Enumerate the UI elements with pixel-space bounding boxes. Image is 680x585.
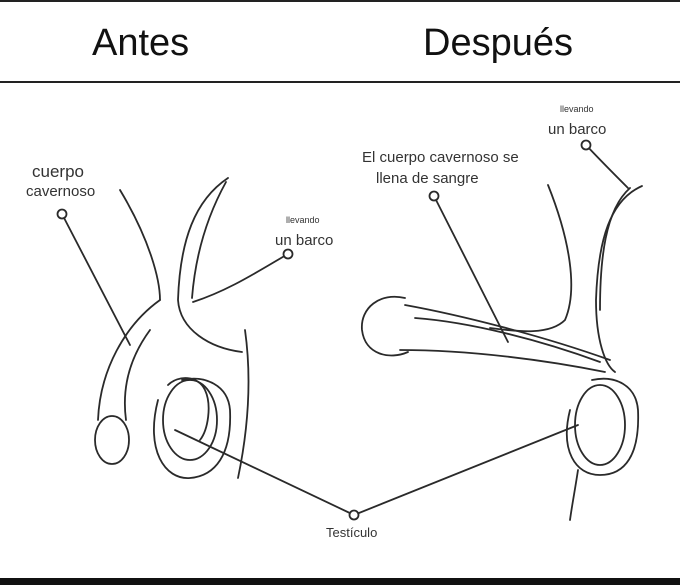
testicle-marker: [350, 511, 359, 520]
after-duct: [596, 186, 642, 372]
before-body-label-1: cuerpo: [32, 162, 84, 182]
after-body-outline: [490, 185, 571, 331]
before-boat-pointer: [193, 254, 288, 302]
before-urethra: [178, 178, 242, 352]
before-anatomy: [62, 178, 354, 515]
after-testicle-pointer: [354, 425, 578, 515]
after-fill-pointer: [434, 196, 508, 342]
after-boat-pointer: [586, 145, 628, 188]
before-duct: [192, 182, 226, 298]
before-body-label-2: cavernoso: [26, 183, 95, 200]
after-fill-label-1: El cuerpo cavernoso se: [362, 149, 519, 166]
after-fill-marker: [430, 192, 439, 201]
after-testicle: [575, 385, 625, 465]
before-boat-marker: [284, 250, 293, 259]
after-boat-label: un barco: [548, 121, 606, 138]
after-glans: [362, 297, 408, 356]
before-body-pointer: [62, 214, 130, 345]
before-testicle-pointer: [175, 430, 354, 515]
before-glans: [95, 416, 129, 464]
before-penis-upper: [98, 300, 160, 420]
before-body-marker: [58, 210, 67, 219]
after-boat-marker: [582, 141, 591, 150]
before-scrotum: [154, 379, 230, 478]
after-fill-label-2: llena de sangre: [376, 170, 479, 187]
after-scrotum: [567, 379, 638, 475]
before-boat-label: un barco: [275, 232, 333, 249]
after-thigh: [570, 470, 578, 520]
after-duct-inner: [600, 188, 630, 310]
before-testicle: [163, 380, 217, 460]
after-penis-upper: [405, 305, 610, 360]
bottom-border: [0, 578, 680, 585]
before-small-label: llevando: [286, 215, 320, 225]
testicle-label: Testículo: [326, 525, 377, 540]
after-small-label: llevando: [560, 104, 594, 114]
before-body-outline: [120, 190, 160, 300]
after-anatomy: [354, 145, 642, 520]
